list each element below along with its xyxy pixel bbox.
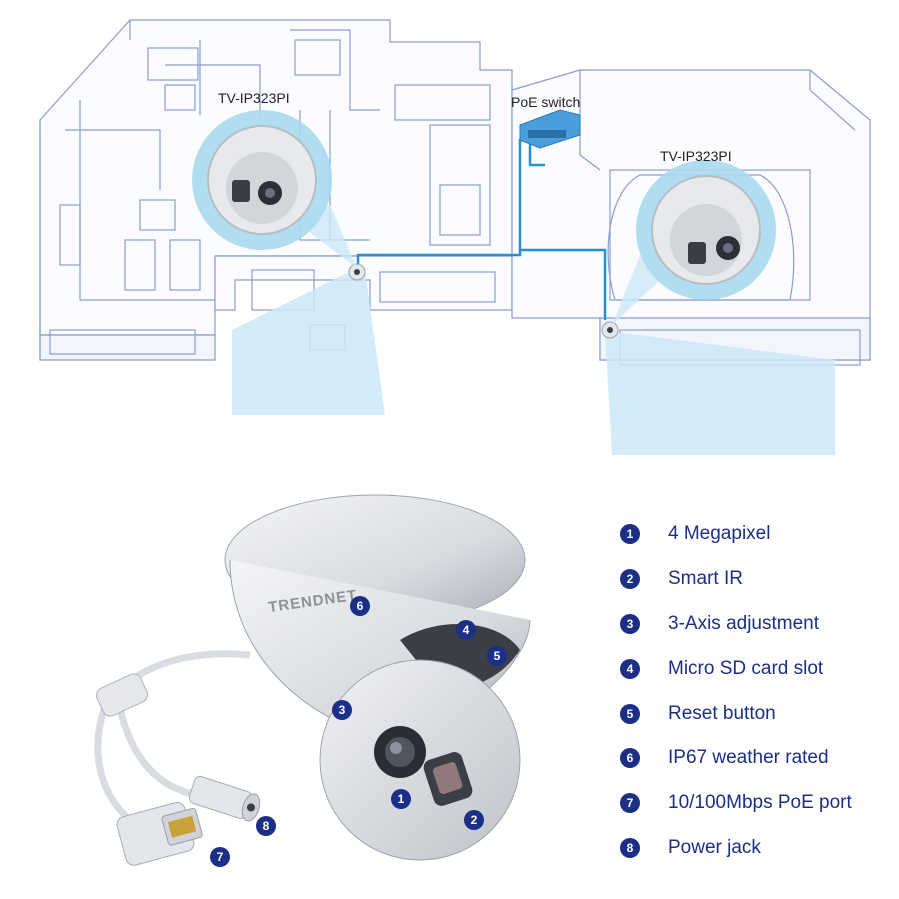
feature-list: 1 4 Megapixel 2 Smart IR 3 3-Axis adjustmen… — [620, 512, 890, 870]
camera-callout-right — [636, 160, 776, 300]
callout-badge-4: 4 — [456, 620, 476, 640]
feature-number: 5 — [620, 703, 640, 724]
feature-item: 6 IP67 weather rated — [620, 736, 890, 781]
turret-camera — [224, 494, 531, 861]
poe-switch-label: PoE switch — [511, 94, 581, 110]
callout-badge-7: 7 — [210, 847, 230, 867]
callout-badge-1: 1 — [391, 789, 411, 809]
camera-callout-left — [192, 110, 332, 250]
feature-number: 3 — [620, 613, 640, 634]
feature-number: 2 — [620, 569, 640, 590]
feature-label: IP67 weather rated — [668, 747, 829, 769]
feature-item: 5 Reset button — [620, 691, 890, 736]
camera-label-left: TV-IP323PI — [218, 90, 290, 106]
callout-badge-5: 5 — [487, 646, 507, 666]
feature-label: Reset button — [668, 702, 776, 724]
feature-item: 1 4 Megapixel — [620, 512, 890, 557]
power-jack — [188, 775, 261, 822]
feature-label: 3-Axis adjustment — [668, 612, 820, 634]
coverage-cone-right — [605, 332, 835, 455]
feature-item: 3 3-Axis adjustment — [620, 602, 890, 647]
callout-connector-right — [612, 255, 660, 325]
feature-label: Smart IR — [668, 568, 743, 590]
feature-item: 2 Smart IR — [620, 557, 890, 602]
feature-label: 10/100Mbps PoE port — [668, 792, 852, 814]
callout-badge-3: 3 — [332, 700, 352, 720]
callout-badge-2: 2 — [464, 810, 484, 830]
poe-port — [116, 801, 203, 866]
feature-label: Micro SD card slot — [668, 657, 824, 679]
callout-badge-6: 6 — [350, 596, 370, 616]
feature-number: 1 — [620, 524, 640, 545]
feature-number: 7 — [620, 793, 640, 814]
feature-item: 7 10/100Mbps PoE port — [620, 781, 890, 826]
feature-item: 4 Micro SD card slot — [620, 646, 890, 691]
camera-label-right: TV-IP323PI — [660, 148, 732, 164]
coverage-cone-left — [232, 270, 385, 415]
feature-number: 6 — [620, 748, 640, 769]
poe-switch — [519, 109, 581, 149]
cable-assembly — [94, 650, 261, 866]
feature-label: Power jack — [668, 836, 761, 858]
feature-label: 4 Megapixel — [668, 523, 771, 545]
feature-item: 8 Power jack — [620, 826, 890, 871]
feature-number: 4 — [620, 658, 640, 679]
callout-badge-8: 8 — [256, 816, 276, 836]
feature-number: 8 — [620, 837, 640, 858]
